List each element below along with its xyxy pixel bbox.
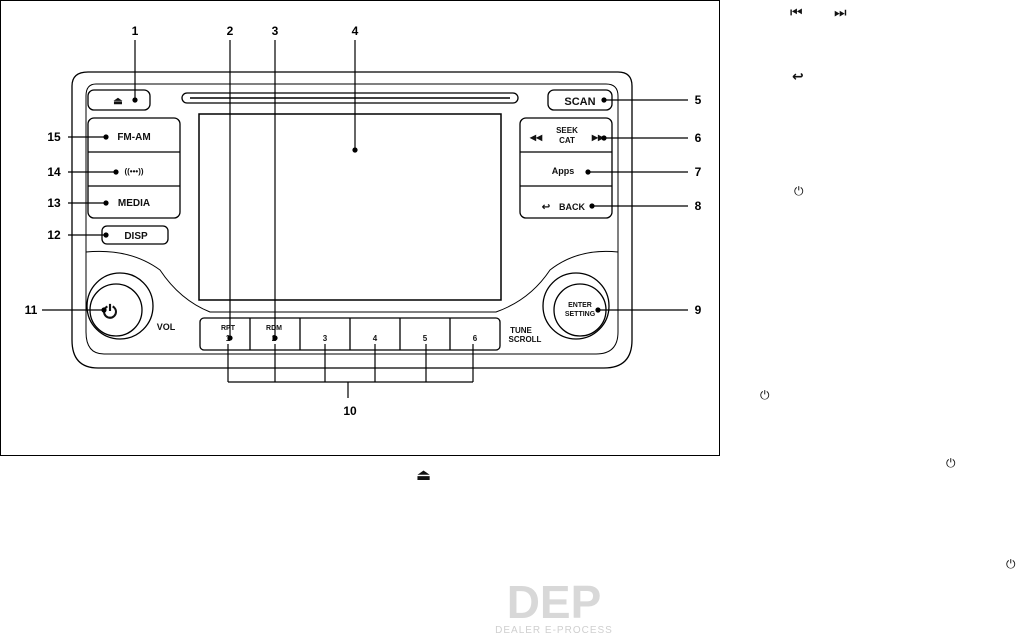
enter-label: ENTER [568, 302, 592, 309]
head-unit [71, 71, 633, 369]
callout-9: 9 [695, 303, 702, 317]
apps-label: Apps [552, 166, 575, 176]
callout-6: 6 [695, 131, 702, 145]
callout-1: 1 [132, 24, 139, 38]
power-icon: ⏻ [1006, 557, 1016, 571]
scroll-label: SCROLL [509, 335, 542, 344]
callout-10: 10 [343, 404, 357, 418]
callout-13: 13 [47, 196, 61, 210]
eject-icon: ⏏ [416, 465, 432, 484]
rpt-label: RPT [221, 325, 236, 332]
callout-3: 3 [272, 24, 279, 38]
back-label: BACK [559, 202, 585, 212]
callout-7: 7 [695, 165, 702, 179]
phone-audio-icon: ((•••)) [124, 167, 143, 176]
setting-label: SETTING [565, 311, 596, 318]
right-button-panel [519, 117, 613, 219]
preset-5-label: 5 [423, 334, 428, 343]
power-icon: ⏻ [794, 184, 804, 198]
cat-label: CAT [559, 136, 575, 145]
display-screen [198, 113, 502, 301]
cd-slot [181, 92, 519, 104]
callout-12: 12 [47, 228, 61, 242]
preset-3-label: 3 [323, 334, 328, 343]
dep-watermark-logo: DEP DEALER E-PROCESS [495, 578, 613, 636]
callout-4: 4 [352, 24, 359, 38]
scan-label: SCAN [564, 96, 595, 108]
power-icon: ⏻ [103, 302, 118, 322]
figure-frame [0, 0, 720, 456]
return-icon: ↩ [792, 69, 804, 85]
preset-4-label: 4 [373, 334, 378, 343]
rdm-label: RDM [266, 325, 282, 332]
callout-15: 15 [47, 130, 61, 144]
vol-label: VOL [157, 322, 176, 332]
leader-lines [42, 40, 688, 398]
tune-knob [542, 272, 610, 340]
left-button-panel [87, 117, 181, 219]
volume-knob [86, 272, 154, 340]
preset-6-label: 6 [473, 334, 478, 343]
back-icon: ↩ [542, 202, 551, 213]
svg-text:DEALER E-PROCESS: DEALER E-PROCESS [495, 625, 613, 636]
callout-2: 2 [227, 24, 234, 38]
seek-forward-icon: ▶▶ [591, 133, 605, 142]
fm-am-label: FM-AM [117, 132, 150, 143]
power-icon: ⏻ [760, 388, 770, 402]
media-label: MEDIA [118, 198, 150, 209]
power-icon: ⏻ [946, 456, 956, 470]
callout-11: 11 [25, 303, 38, 317]
skip-forward-icon: ⏭ [834, 5, 847, 21]
callout-14: 14 [47, 165, 61, 179]
svg-text:DEP: DEP [507, 578, 602, 628]
tune-label: TUNE [510, 326, 532, 335]
skip-back-icon: ⏮ [790, 5, 803, 21]
seek-label: SEEK [556, 126, 578, 135]
callout-8: 8 [695, 199, 702, 213]
eject-button [87, 89, 151, 111]
seek-back-icon: ◀◀ [529, 133, 543, 142]
disp-label: DISP [124, 231, 148, 242]
eject-icon: ⏏ [113, 96, 123, 107]
callout-5: 5 [695, 93, 702, 107]
